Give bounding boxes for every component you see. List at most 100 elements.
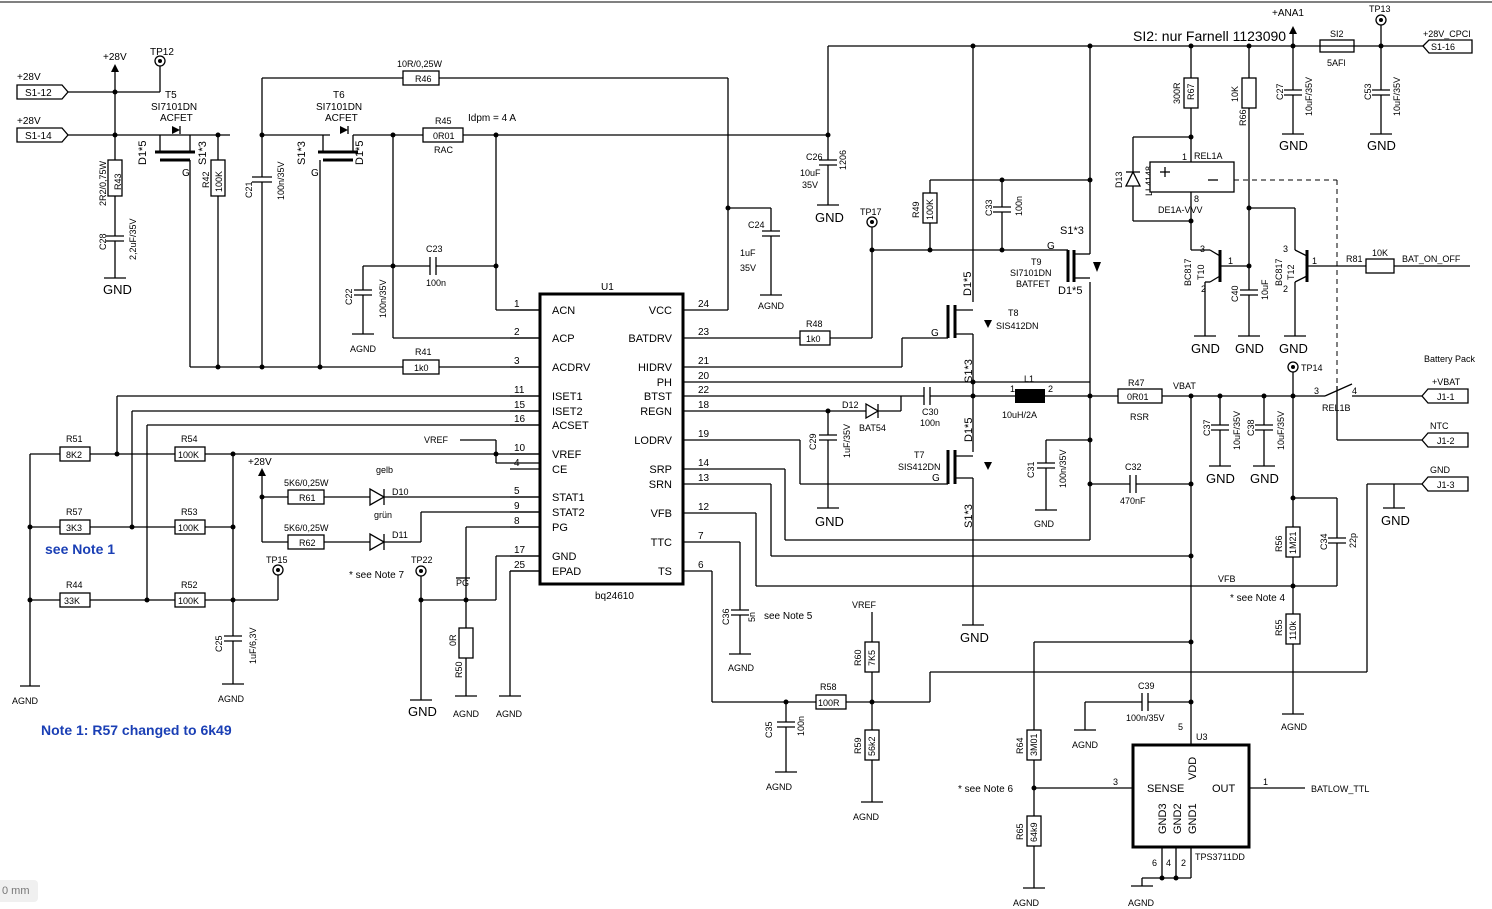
svg-text:R53: R53 — [181, 507, 198, 517]
svg-text:AGND: AGND — [496, 709, 523, 719]
svg-text:6: 6 — [1152, 858, 1157, 868]
svg-text:S1-16: S1-16 — [1431, 42, 1455, 52]
svg-text:C32: C32 — [1125, 462, 1142, 472]
svg-text:VFB: VFB — [651, 508, 672, 520]
svg-text:R81: R81 — [1346, 254, 1363, 264]
svg-text:GND: GND — [1235, 341, 1264, 356]
svg-text:2: 2 — [1283, 284, 1288, 294]
svg-text:C21: C21 — [244, 181, 254, 198]
svg-text:3M01: 3M01 — [1029, 733, 1039, 756]
svg-text:C40: C40 — [1230, 285, 1240, 302]
svg-text:0R01: 0R01 — [433, 131, 455, 141]
svg-text:SENSE: SENSE — [1147, 783, 1184, 795]
svg-text:GND2: GND2 — [1172, 803, 1184, 834]
resistor-r50 — [458, 627, 474, 659]
svg-text:BATFET: BATFET — [1016, 279, 1050, 289]
svg-text:6: 6 — [698, 560, 704, 571]
svg-text:35V: 35V — [802, 180, 818, 190]
svg-text:100n: 100n — [426, 278, 446, 288]
connector-j1-3 — [1421, 476, 1469, 492]
svg-text:SI7101DN: SI7101DN — [316, 102, 362, 113]
svg-text:D1*5: D1*5 — [1058, 285, 1082, 297]
svg-text:8: 8 — [514, 516, 520, 527]
svg-text:REL1A: REL1A — [1194, 151, 1223, 161]
svg-text:R64: R64 — [1015, 737, 1025, 754]
svg-text:R67: R67 — [1186, 83, 1196, 100]
schematic-title: SI2: nur Farnell 1123090 — [1133, 28, 1286, 44]
svg-text:REL1B: REL1B — [1322, 403, 1351, 413]
svg-text:R57: R57 — [66, 507, 83, 517]
svg-text:GND: GND — [815, 514, 844, 529]
svg-text:35V: 35V — [740, 263, 756, 273]
iset-network: R51 8K2 R54 100K VREF R57 3K3 R53 100K s… — [12, 395, 540, 738]
svg-text:AGND: AGND — [853, 812, 880, 822]
svg-text:C25: C25 — [214, 635, 224, 652]
svg-text:1M21: 1M21 — [1288, 531, 1298, 554]
svg-text:SI2: SI2 — [1330, 29, 1344, 39]
svg-text:1: 1 — [1263, 777, 1268, 787]
connector-j1-1 — [1421, 388, 1469, 404]
svg-text:+28V_CPCI: +28V_CPCI — [1423, 29, 1471, 39]
svg-text:D1*5: D1*5 — [354, 141, 366, 165]
svg-text:8: 8 — [1194, 194, 1199, 204]
svg-text:EPAD: EPAD — [552, 566, 581, 578]
svg-text:VBAT: VBAT — [1173, 381, 1196, 391]
svg-text:TP22: TP22 — [411, 555, 433, 565]
svg-text:C38: C38 — [1246, 419, 1256, 436]
svg-text:VREF: VREF — [424, 435, 449, 445]
svg-text:BAT_ON_OFF: BAT_ON_OFF — [1402, 254, 1461, 264]
svg-text:R54: R54 — [181, 434, 198, 444]
svg-text:C31: C31 — [1026, 461, 1036, 478]
svg-text:4: 4 — [1352, 386, 1357, 396]
u1-right-network: C24 1uF 35V AGND GND C26 10uF 35V 1206 R… — [683, 43, 1422, 822]
svg-text:SIS412DN: SIS412DN — [898, 462, 941, 472]
svg-text:R51: R51 — [66, 434, 83, 444]
svg-text:SIS412DN: SIS412DN — [996, 321, 1039, 331]
svg-text:15: 15 — [514, 400, 526, 411]
svg-text:TP13: TP13 — [1369, 4, 1391, 14]
svg-text:ISET1: ISET1 — [552, 391, 583, 403]
svg-text:BAT54: BAT54 — [859, 423, 886, 433]
svg-text:2: 2 — [1048, 384, 1053, 394]
svg-text:7: 7 — [698, 531, 704, 542]
svg-text:14: 14 — [698, 458, 710, 469]
svg-text:AGND: AGND — [453, 709, 480, 719]
diode-d12 — [865, 402, 880, 420]
svg-text:1: 1 — [514, 299, 520, 310]
svg-text:AGND: AGND — [218, 694, 245, 704]
svg-text:110k: 110k — [1288, 621, 1298, 640]
svg-text:GND: GND — [1250, 471, 1279, 486]
svg-text:18: 18 — [698, 400, 710, 411]
svg-text:D13: D13 — [1114, 171, 1124, 188]
svg-text:G: G — [1047, 241, 1055, 252]
svg-text:REGN: REGN — [640, 406, 672, 418]
svg-text:100n: 100n — [920, 418, 940, 428]
svg-text:5: 5 — [514, 486, 520, 497]
svg-text:R65: R65 — [1015, 823, 1025, 840]
svg-text:LL4148: LL4148 — [1144, 166, 1154, 196]
svg-text:5n: 5n — [747, 612, 757, 622]
svg-text:S1*3: S1*3 — [197, 141, 209, 165]
svg-text:S1*3: S1*3 — [963, 504, 975, 528]
connector-s1-16 — [1422, 39, 1473, 54]
svg-text:GND: GND — [1034, 519, 1055, 529]
svg-text:GND: GND — [1279, 341, 1308, 356]
svg-text:10uF/35V: 10uF/35V — [1276, 411, 1286, 450]
svg-text:17: 17 — [514, 545, 526, 556]
svg-text:TP15: TP15 — [266, 555, 288, 565]
svg-text:AGND: AGND — [758, 301, 785, 311]
svg-text:AGND: AGND — [350, 344, 377, 354]
svg-text:T7: T7 — [914, 450, 925, 460]
svg-text:+VBAT: +VBAT — [1432, 377, 1461, 387]
svg-text:* see Note 7: * see Note 7 — [349, 570, 404, 581]
svg-text:SI7101DN: SI7101DN — [151, 102, 197, 113]
svg-text:7K5: 7K5 — [867, 650, 877, 666]
svg-text:S1*3: S1*3 — [296, 141, 308, 165]
svg-text:GND: GND — [1381, 513, 1410, 528]
svg-text:RSR: RSR — [1130, 412, 1150, 422]
